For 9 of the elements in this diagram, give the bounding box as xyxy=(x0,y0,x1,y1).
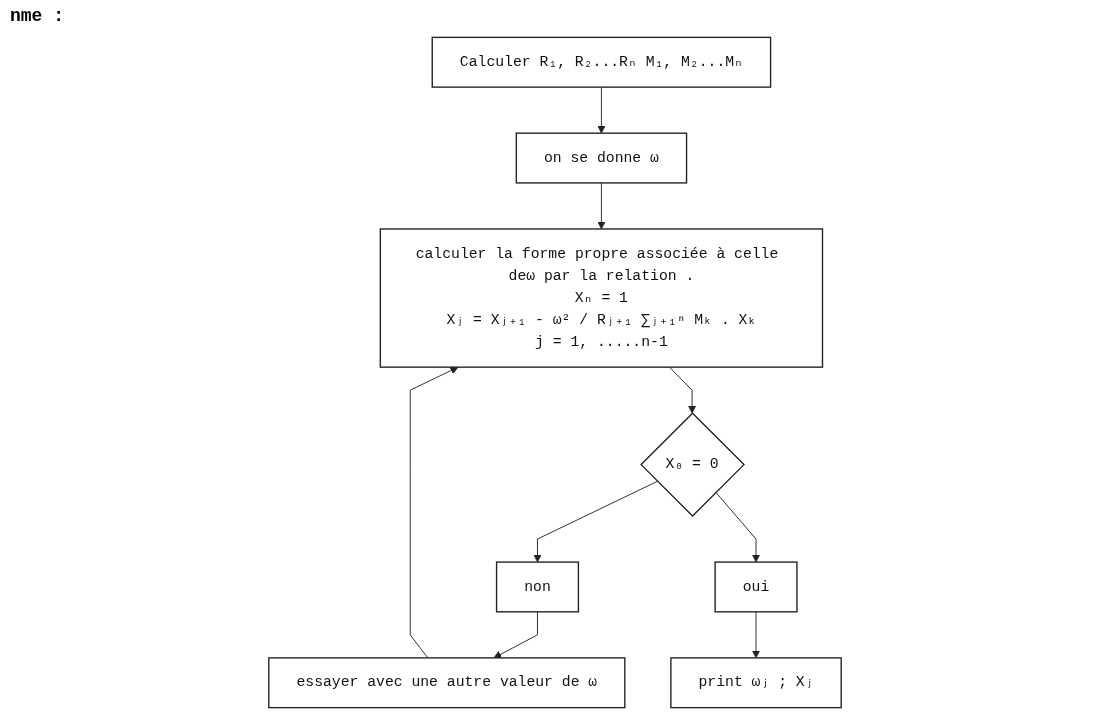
node-box: print ωⱼ ; Xⱼ xyxy=(670,657,842,709)
node-box: Calculer R₁, R₂...Rₙ M₁, M₂...Mₙ xyxy=(431,36,772,88)
heading-fragment: nme : xyxy=(10,6,64,26)
node-box: non xyxy=(495,561,580,613)
node-box: calculer la forme propre associée à celle deω par la relation . Xₙ = 1 Xⱼ = Xⱼ₊₁ - ω² / Rⱼ₊₁ ∑ⱼ₊₁ⁿ Mₖ . Xₖ j = 1, .....n-1 xyxy=(379,228,824,368)
node-diamond: X₀ = 0 xyxy=(640,412,745,517)
node-box: essayer avec une autre valeur de ω xyxy=(268,657,626,709)
node-box: on se donne ω xyxy=(515,132,688,184)
node-box: oui xyxy=(714,561,798,613)
